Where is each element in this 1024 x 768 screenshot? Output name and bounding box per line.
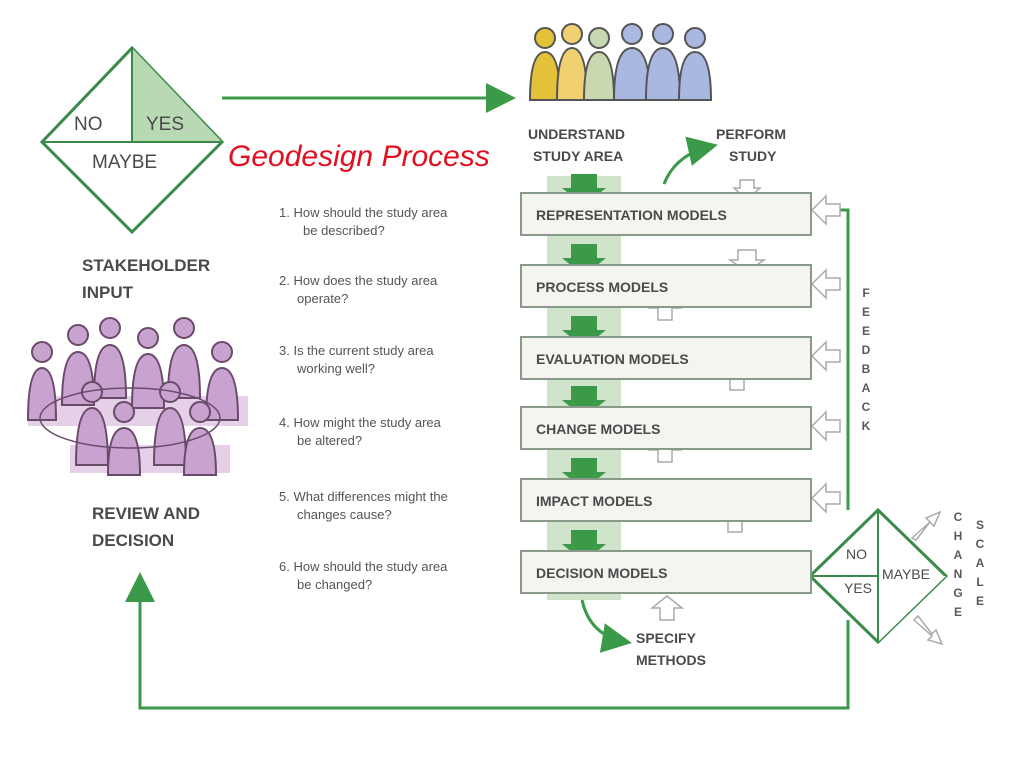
vertical-letter: E [861, 305, 870, 319]
question-4-line2: be altered? [297, 433, 363, 448]
perform-line1: PERFORM [716, 126, 786, 142]
right-diamond-yes: YES [844, 580, 873, 596]
top-people-group [528, 23, 713, 101]
understand-line2: STUDY AREA [533, 148, 624, 164]
decision-loop-line [125, 572, 850, 710]
understand-line1: UNDERSTAND [528, 126, 625, 142]
vertical-letter: D [861, 343, 871, 357]
model-box-process: PROCESS MODELS [520, 264, 812, 308]
vertical-letter: E [861, 324, 870, 338]
right-diamond [807, 507, 949, 645]
vertical-letter: L [976, 575, 984, 589]
model-box-change: CHANGE MODELS [520, 406, 812, 450]
question-2: 2. How does the study area operate? [279, 272, 509, 308]
vertical-letter: N [953, 567, 963, 581]
diagram-title: Geodesign Process [228, 140, 490, 173]
vertical-letter: A [953, 548, 963, 562]
question-3-line2: working well? [297, 361, 376, 376]
top-diamond-no: NO [74, 114, 103, 135]
stakeholder-input-line2: INPUT [82, 283, 133, 302]
question-4-line1: 4. How might the study area [279, 415, 441, 430]
review-decision-line2: DECISION [92, 531, 175, 550]
model-box-decision: DECISION MODELS [520, 550, 812, 594]
vertical-letter: C [953, 510, 963, 524]
question-6: 6. How should the study area be changed? [279, 558, 509, 594]
question-5-line1: 5. What differences might the [279, 489, 448, 504]
arrow-to-specify-methods [580, 599, 632, 653]
down-arrows [562, 174, 606, 562]
model-box-impact: IMPACT MODELS [520, 478, 812, 522]
specify-line2: METHODS [636, 652, 706, 668]
model-label: DECISION MODELS [536, 565, 668, 581]
model-box-representation: REPRESENTATION MODELS [520, 192, 812, 236]
vertical-letter: E [975, 594, 984, 608]
vertical-letter: S [975, 518, 984, 532]
vertical-letter: A [975, 556, 985, 570]
question-6-line1: 6. How should the study area [279, 559, 448, 574]
top-diamond-maybe: MAYBE [92, 152, 158, 173]
specify-line1: SPECIFY [636, 630, 696, 646]
top-left-diamond [39, 45, 225, 235]
vertical-letter: C [975, 537, 985, 551]
question-2-line1: 2. How does the study area [279, 273, 438, 288]
model-label: CHANGE MODELS [536, 421, 661, 437]
question-4: 4. How might the study area be altered? [279, 414, 509, 450]
model-label: IMPACT MODELS [536, 493, 653, 509]
model-label: PROCESS MODELS [536, 279, 669, 295]
vertical-letter: H [953, 529, 963, 543]
right-diamond-no: NO [846, 546, 867, 562]
model-label: EVALUATION MODELS [536, 351, 689, 367]
model-box-evaluation: EVALUATION MODELS [520, 336, 812, 380]
vertical-letter: G [953, 586, 963, 600]
perform-line2: STUDY [729, 148, 777, 164]
question-1-line1: 1. How should the study area [279, 205, 448, 220]
question-1-line2: be described? [303, 223, 385, 238]
vertical-letter: B [861, 362, 871, 376]
question-1: 1. How should the study area be describe… [279, 204, 509, 240]
stakeholder-group [26, 317, 248, 476]
review-decision-line1: REVIEW AND [92, 504, 200, 523]
vertical-letter: K [861, 419, 871, 433]
feedback-arrows [810, 194, 841, 514]
stakeholder-input-line1: STAKEHOLDER [82, 256, 211, 275]
right-diamond-maybe: MAYBE [882, 566, 930, 582]
question-2-line2: operate? [297, 291, 349, 306]
vertical-letter: A [861, 381, 871, 395]
change-scale-arrows [910, 510, 944, 646]
question-6-line2: be changed? [297, 577, 373, 592]
vertical-letter: E [953, 605, 962, 619]
question-3-line1: 3. Is the current study area [279, 343, 434, 358]
question-3: 3. Is the current study area working wel… [279, 342, 509, 378]
model-label: REPRESENTATION MODELS [536, 207, 727, 223]
vertical-letter: C [861, 400, 871, 414]
question-5-line2: changes cause? [297, 507, 392, 522]
arrow-to-perform-study [662, 136, 718, 185]
top-diamond-yes: YES [146, 114, 185, 135]
vertical-letter: F [862, 286, 870, 300]
question-5: 5. What differences might the changes ca… [279, 488, 509, 524]
